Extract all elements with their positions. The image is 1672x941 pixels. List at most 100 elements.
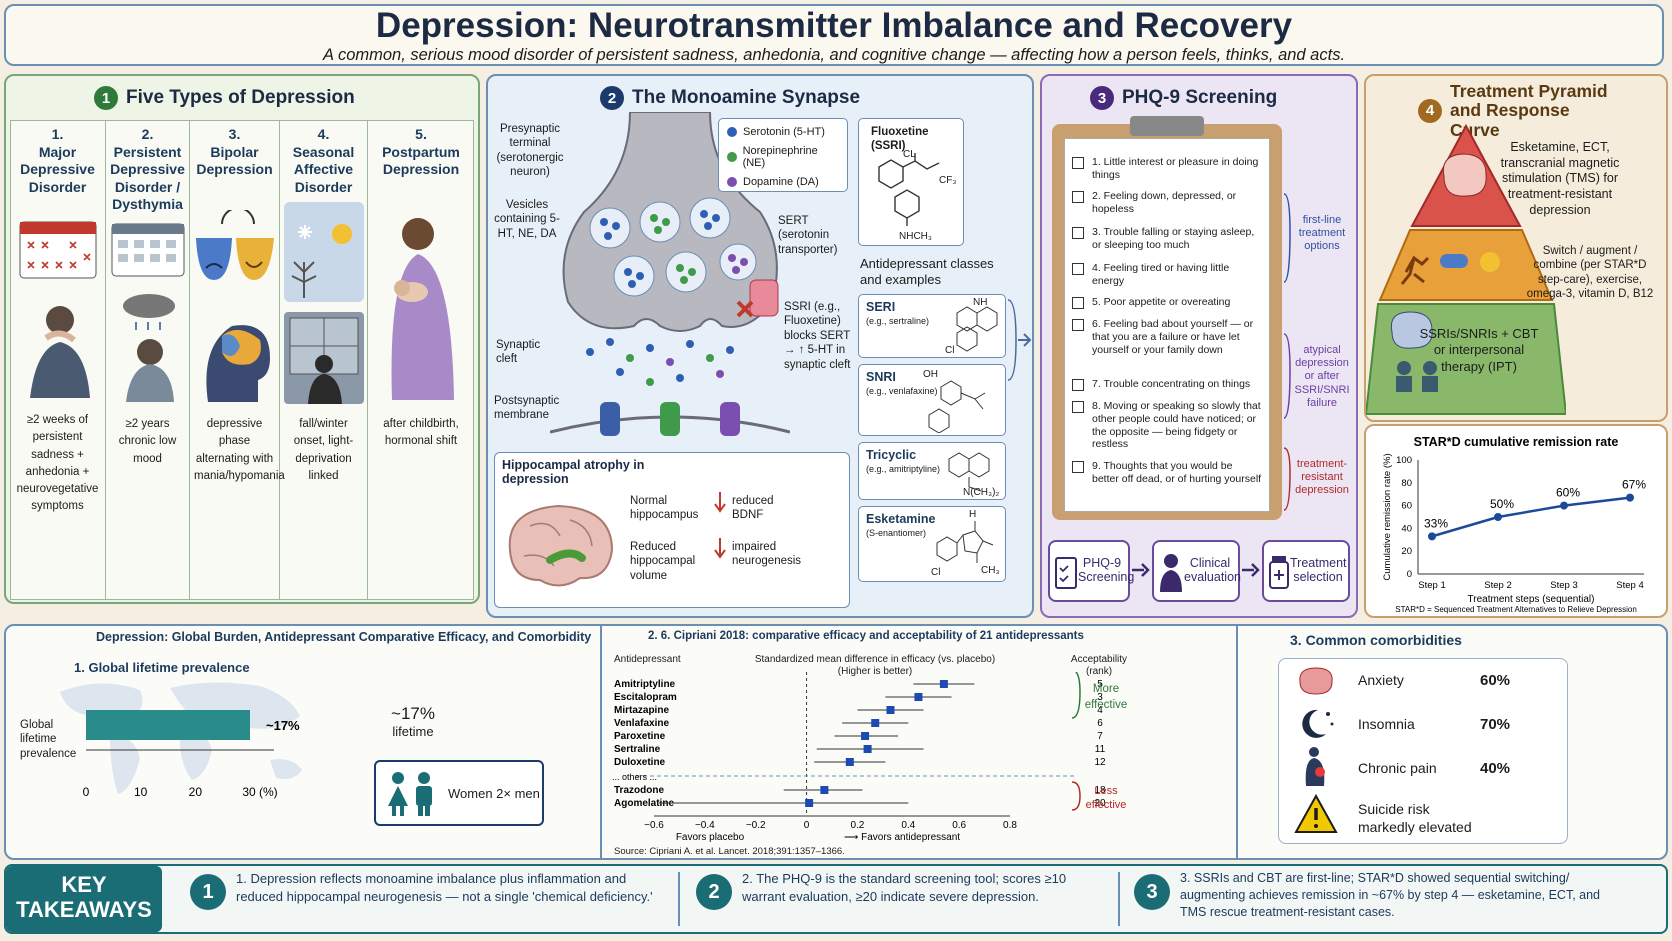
neurotransmitter-legend: Serotonin (5-HT) Norepinephrine (NE) Dop… [718, 118, 848, 192]
seri-cl: Cl [945, 345, 955, 356]
comorb-title: 3. Common comorbidities [1290, 632, 1462, 648]
phq-checkbox[interactable] [1072, 379, 1084, 391]
chart-title: STAR*D cumulative remission rate [1414, 435, 1619, 449]
chart-footer: STAR*D = Sequenced Treatment Alternative… [1395, 605, 1637, 614]
sertraline-structure-icon [956, 306, 998, 352]
stard-chart-panel [1364, 424, 1668, 618]
type-desc-2: ≥2 years chronic low mood [118, 418, 177, 465]
phq-checkbox[interactable] [1072, 191, 1084, 203]
label-ssri: SSRI (e.g., Fluoxetine) blocks SERT → ↑ … [784, 301, 851, 371]
phq-item: 8. Moving or speaking so slowly that oth… [1072, 400, 1262, 451]
esk-h: H [969, 509, 977, 520]
moon-stars-icon [1302, 709, 1334, 738]
side-atypical: atypical depression or after SSRI/SNRI f… [1294, 344, 1350, 409]
estimate-marker [805, 799, 814, 807]
cipriani-col-smd: Standardized mean difference in efficacy… [754, 654, 996, 677]
rank-label: 11 [1095, 744, 1106, 755]
down-arrow-icon [714, 538, 726, 559]
phq-checkbox[interactable] [1072, 297, 1084, 309]
x-tick-label: Step 2 [1484, 580, 1511, 591]
phq-item-text: 9. Thoughts that you would be better off… [1092, 460, 1262, 485]
phq-item-text: 6. Feeling bad about yourself — or that … [1092, 318, 1254, 356]
women-men-text: Women 2× men [448, 786, 540, 801]
more-bracket [1071, 672, 1081, 719]
x-tick-label: 30 (%) [242, 785, 277, 799]
drug-label: Amitriptyline [614, 679, 676, 690]
window-figure-icon [284, 312, 364, 404]
phq-checkbox[interactable] [1072, 227, 1084, 239]
x-tick-label: 0.4 [901, 820, 915, 831]
class-tricyclic: Tricyclic(e.g., amitriptyline) N(CH₃)₂ [858, 442, 1006, 500]
back-pain-icon [1305, 747, 1325, 786]
y-tick-label: 40 [1401, 523, 1412, 534]
x-tick-label: 0.8 [1003, 820, 1017, 831]
burden-divider-2 [1236, 626, 1238, 858]
phq-checkbox[interactable] [1072, 263, 1084, 275]
phq-checkbox[interactable] [1072, 319, 1084, 331]
legend-norepinephrine: Norepinephrine (NE) [727, 145, 839, 169]
estimate-marker [861, 732, 870, 740]
cipriani-title: 2. 6. Cipriani 2018: comparative efficac… [648, 630, 1084, 642]
type-col-1: 1.Major Depressive Disorder ≥2 weeks of … [10, 120, 106, 600]
x-tick-label: 20 [189, 785, 203, 799]
stard-line-chart: STAR*D cumulative remission rate02040608… [1382, 435, 1646, 614]
type-col-5: 5.Postpartum Depression after childbirth… [368, 120, 474, 600]
phq-checkbox[interactable] [1072, 401, 1084, 413]
clipboard-clip [1130, 116, 1204, 136]
phq-item-text: 8. Moving or speaking so slowly that oth… [1092, 400, 1261, 451]
therapy-icon [1396, 361, 1438, 392]
fluoxetine-structure-icon [878, 153, 940, 226]
doctor-icon [1160, 554, 1182, 592]
rank-label: 4 [1097, 705, 1103, 716]
cipriani-col-acc: Acceptability(rank) [1070, 654, 1128, 677]
panel1-title: 1 Five Types of Depression [94, 86, 355, 110]
phq-item: 6. Feeling bad about yourself — or that … [1072, 318, 1262, 356]
synapse-diagram [550, 112, 790, 436]
rank-label: 6 [1097, 718, 1103, 729]
favors-drug-label: ⟶ Favors antidepressant [844, 832, 960, 842]
burden-title: Depression: Global Burden, Antidepressan… [96, 630, 592, 644]
type-title-1: 1.Major Depressive Disorder [20, 126, 95, 195]
phq-checkbox[interactable] [1072, 461, 1084, 473]
calendar-icon [111, 223, 185, 277]
snri-oh: OH [923, 369, 938, 380]
data-point [1626, 493, 1634, 502]
drug-label: Duloxetine [614, 757, 666, 768]
y-tick-label: 0 [1407, 569, 1412, 580]
panel3-number: 3 [1090, 86, 1114, 110]
takeaway-divider [1118, 872, 1120, 926]
estimate-marker [886, 706, 895, 714]
phq-item-text: 1. Little interest or pleasure in doing … [1092, 156, 1259, 181]
type-title-2: 2.Persistent Depressive Disorder / Dysth… [110, 126, 185, 212]
down-arrow-icon [714, 492, 726, 513]
esk-cl: Cl [931, 567, 941, 578]
capsule-icon [1440, 254, 1468, 268]
brain-head-icon [206, 325, 270, 402]
phq-checkbox[interactable] [1072, 157, 1084, 169]
label-sert: SERT (serotonin transporter) [778, 215, 838, 256]
panel1-number: 1 [94, 86, 118, 110]
tier-top-text: Esketamine, ECT, transcranial magnetic s… [1500, 140, 1620, 217]
panel2-title: 2 The Monoamine Synapse [600, 86, 860, 110]
cipriani-source: Source: Cipriani A. et al. Lancet. 2018;… [614, 846, 845, 857]
fluoxetine-cl: CL [903, 149, 916, 160]
mother-baby-icon [391, 218, 454, 400]
brain-hippocampus-icon [508, 504, 614, 587]
hippo-normal: Normal hippocampus [630, 495, 699, 522]
prevalence-big-value: ~17% lifetime [378, 704, 448, 739]
x-tick-label: Step 1 [1418, 580, 1445, 591]
data-label: 67% [1622, 478, 1646, 492]
brain-icon [1442, 153, 1487, 197]
x-tick-label: 0.2 [850, 820, 864, 831]
data-point [1428, 532, 1436, 541]
flow-phq9-screening: PHQ-9 Screening [1048, 540, 1134, 602]
drug-label: Trazodone [614, 785, 664, 796]
less-effective-label: Less [1094, 785, 1118, 797]
classes-arrow-icon [1007, 299, 1032, 381]
rank-label: 5 [1097, 679, 1103, 690]
rank-label: 7 [1097, 731, 1103, 742]
classes-title: Antidepressant classes and examples [860, 256, 994, 288]
tricyclic-nch3: N(CH₃)₂ [963, 487, 1000, 498]
